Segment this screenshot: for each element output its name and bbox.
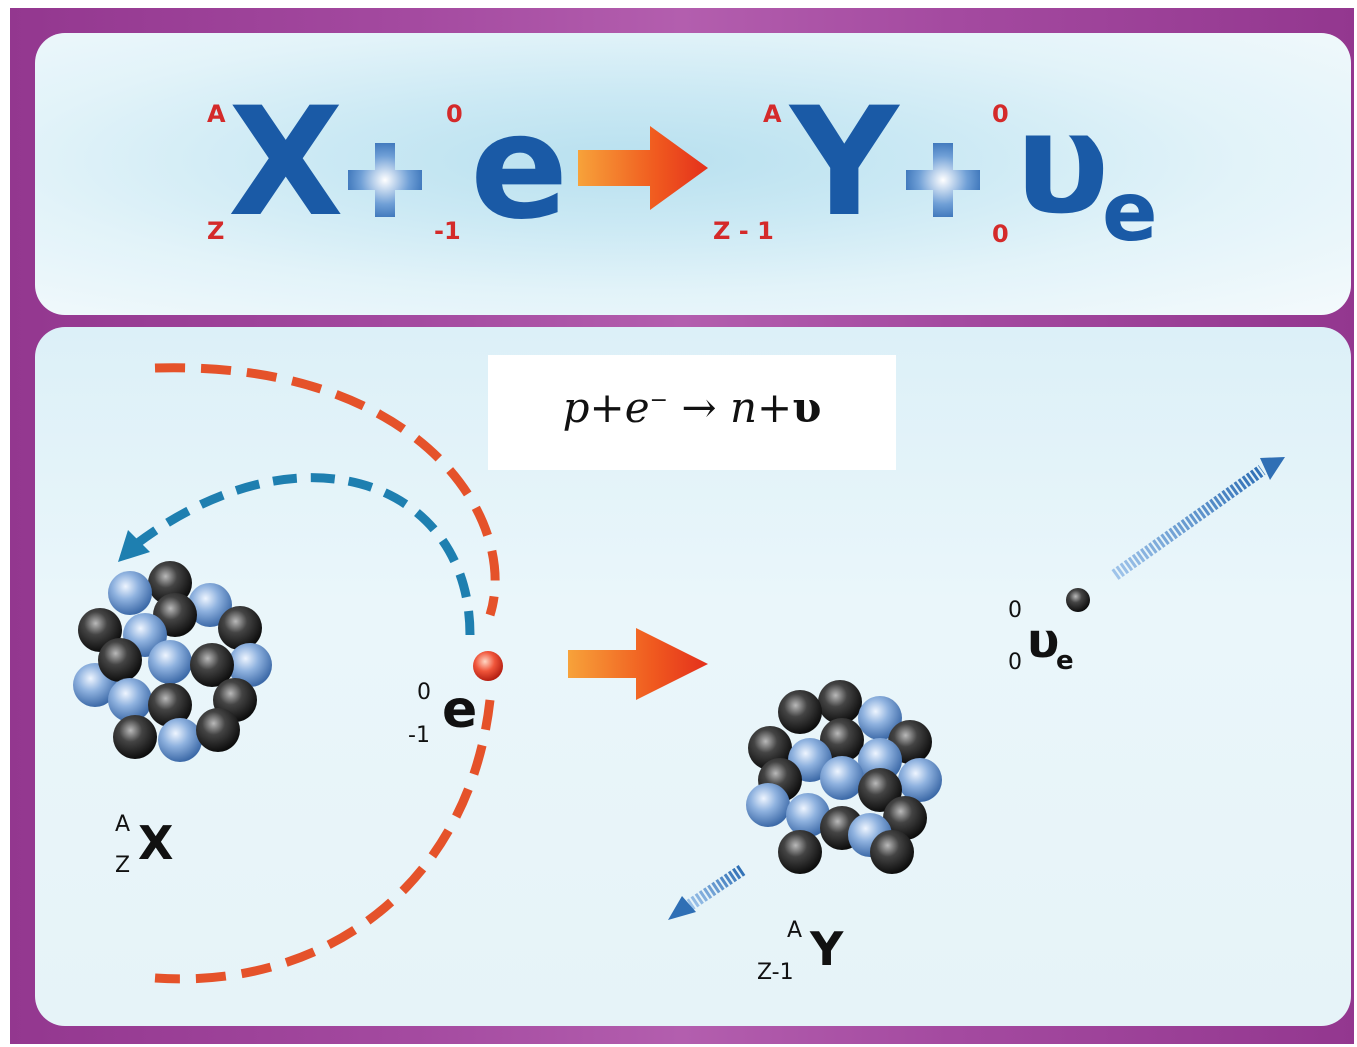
electron-symbol: e: [470, 83, 569, 252]
y-atomic-number: Z - 1: [713, 217, 774, 245]
reaction-equation-box: p+e− → n+υ: [488, 355, 896, 470]
x-symbol: X: [228, 76, 344, 250]
reaction-equation: p+e− → n+υ: [488, 383, 896, 432]
y-symbol: Y: [790, 76, 899, 250]
electron-symbol-eq: e: [624, 383, 650, 432]
neutron-symbol: n: [729, 383, 757, 432]
label-y-symbol: Y: [810, 922, 844, 976]
label-nu-mass: 0: [1008, 598, 1022, 623]
nu-mass-number: 0: [992, 100, 1009, 128]
electron-charge-sup: −: [649, 388, 669, 413]
x-atomic-number: Z: [207, 217, 225, 245]
label-nu-symbol: υ: [1027, 613, 1060, 669]
neutrino-subscript: e: [1102, 165, 1158, 260]
label-nu-charge: 0: [1008, 650, 1022, 675]
x-mass-number: A: [207, 100, 226, 128]
neutrino-symbol-eq: υ: [792, 383, 822, 432]
neutrino-symbol: υ: [1015, 83, 1110, 246]
label-x-symbol: X: [138, 816, 174, 870]
label-x-charge: Z: [115, 853, 131, 878]
e-mass-number: 0: [446, 100, 463, 128]
label-e-symbol: e: [442, 680, 478, 740]
label-x-mass: A: [115, 812, 131, 837]
plus-op-1: +: [589, 383, 625, 432]
label-e-mass: 0: [417, 680, 431, 705]
label-y-charge: Z-1: [757, 960, 794, 985]
arrow-op: →: [681, 383, 717, 432]
label-y-mass: A: [787, 918, 803, 943]
e-charge-number: -1: [434, 217, 461, 245]
nu-charge-number: 0: [992, 220, 1009, 248]
label-e-charge: -1: [408, 723, 430, 748]
proton-symbol: p: [562, 383, 590, 432]
label-nu-subscript: e: [1056, 646, 1074, 676]
plus-op-2: +: [757, 383, 793, 432]
y-mass-number: A: [763, 100, 782, 128]
